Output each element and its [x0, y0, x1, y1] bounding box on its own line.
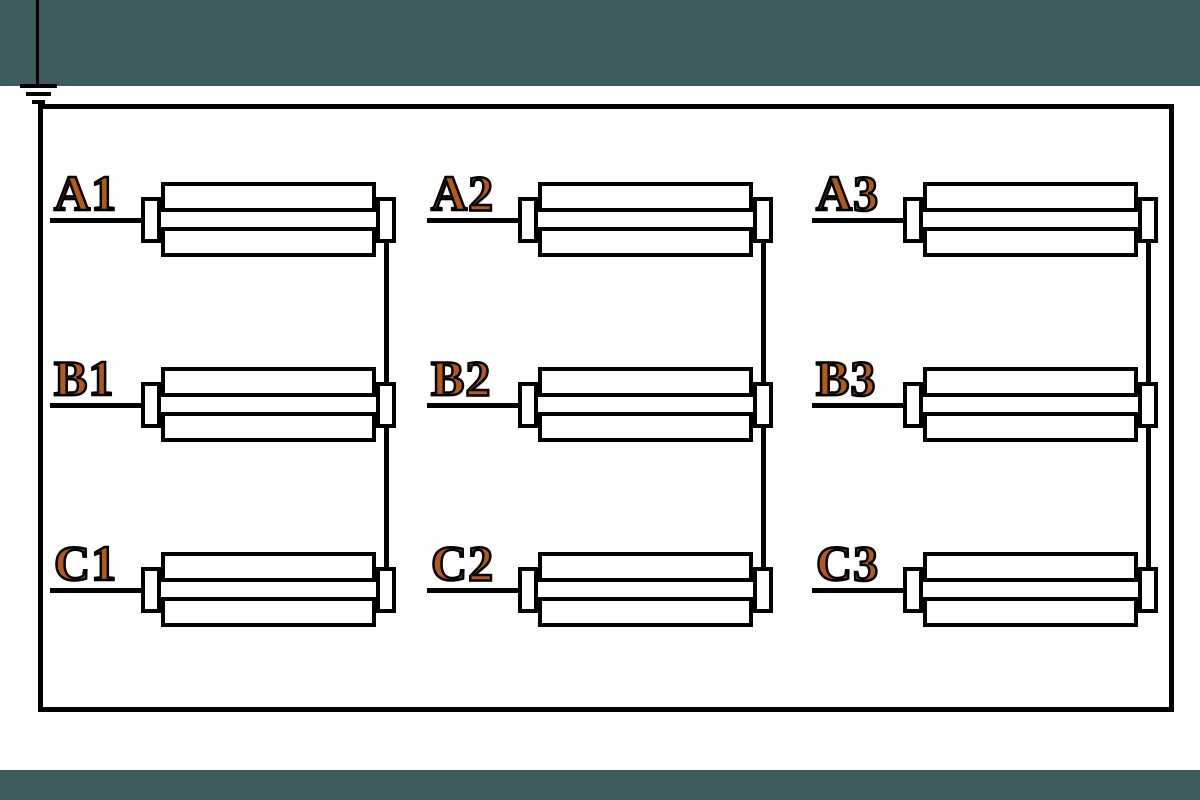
phase-label: B2	[430, 350, 492, 406]
circuit-cell-C2: C2	[427, 535, 773, 658]
right-terminal	[376, 567, 396, 613]
right-terminal	[1138, 567, 1158, 613]
phase-label: C3	[815, 535, 880, 591]
element-tube-bottom	[538, 597, 753, 627]
left-terminal	[141, 382, 161, 428]
outer-loop-conductor	[38, 104, 1174, 712]
left-terminal	[141, 197, 161, 243]
phase-label: A3	[815, 165, 880, 221]
element-tube-top	[538, 182, 753, 212]
feed-wire	[427, 403, 520, 408]
ground-bar-short-icon	[32, 100, 45, 104]
circuit-cell-C3: C3	[812, 535, 1158, 658]
element-tube-top	[923, 182, 1138, 212]
element-tube-bottom	[161, 412, 376, 442]
phase-label: A1	[53, 165, 118, 221]
ground-bar-medium-icon	[26, 92, 51, 96]
phase-label: B1	[53, 350, 115, 406]
element-tube-bottom	[538, 227, 753, 257]
feed-wire	[812, 403, 905, 408]
element-tube-top	[161, 367, 376, 397]
element-tube-bottom	[538, 412, 753, 442]
circuit-cell-C1: C1	[50, 535, 396, 658]
element-tube-bottom	[161, 597, 376, 627]
ground-bar-long-icon	[20, 84, 57, 88]
element-tube-top	[538, 552, 753, 582]
circuit-cell-B3: B3	[812, 350, 1158, 473]
feed-wire	[427, 218, 520, 223]
right-terminal	[376, 197, 396, 243]
right-terminal	[753, 382, 773, 428]
circuit-cell-B1: B1	[50, 350, 396, 473]
feed-wire	[50, 218, 143, 223]
element-tube-top	[923, 552, 1138, 582]
right-terminal	[1138, 382, 1158, 428]
circuit-cell-A1: A1	[50, 165, 396, 288]
feed-wire	[812, 218, 905, 223]
phase-label: A2	[430, 165, 495, 221]
right-terminal	[1138, 197, 1158, 243]
ground-lead-wire	[36, 0, 39, 86]
left-terminal	[903, 382, 923, 428]
element-tube-bottom	[923, 227, 1138, 257]
feed-wire	[50, 403, 143, 408]
element-tube-bottom	[923, 597, 1138, 627]
element-tube-bottom	[161, 227, 376, 257]
element-tube-top	[161, 552, 376, 582]
left-terminal	[518, 197, 538, 243]
left-terminal	[141, 567, 161, 613]
element-tube-top	[923, 367, 1138, 397]
left-terminal	[903, 567, 923, 613]
circuit-cell-A2: A2	[427, 165, 773, 288]
phase-label: C2	[430, 535, 495, 591]
right-terminal	[376, 382, 396, 428]
element-tube-bottom	[923, 412, 1138, 442]
left-terminal	[518, 567, 538, 613]
feed-wire	[50, 588, 143, 593]
phase-label: C1	[53, 535, 118, 591]
feed-wire	[427, 588, 520, 593]
left-terminal	[903, 197, 923, 243]
circuit-cell-A3: A3	[812, 165, 1158, 288]
top-background-band	[0, 0, 1200, 86]
right-terminal	[753, 567, 773, 613]
bottom-background-band	[0, 770, 1200, 800]
phase-label: B3	[815, 350, 877, 406]
element-tube-top	[538, 367, 753, 397]
left-terminal	[518, 382, 538, 428]
element-tube-top	[161, 182, 376, 212]
right-terminal	[753, 197, 773, 243]
circuit-cell-B2: B2	[427, 350, 773, 473]
feed-wire	[812, 588, 905, 593]
